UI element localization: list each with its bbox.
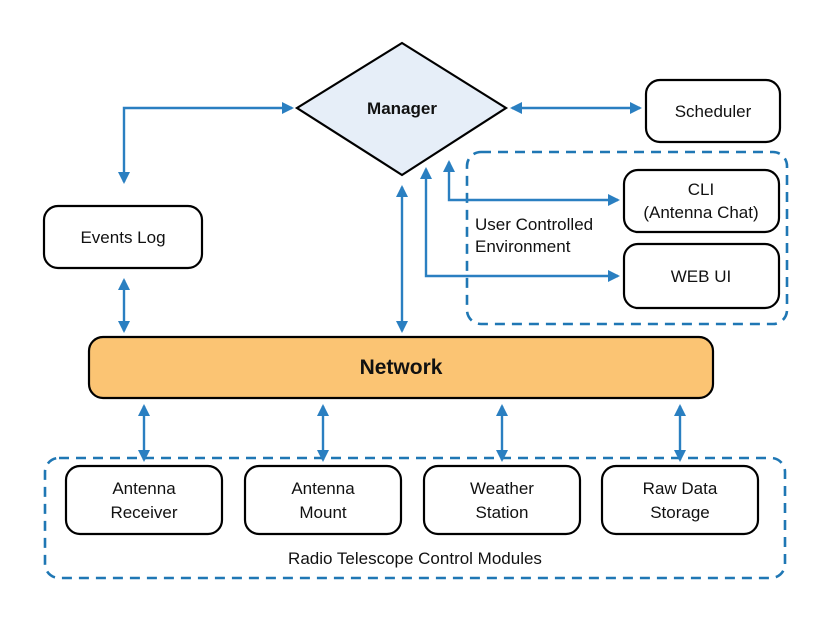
manager-node [294,41,509,177]
weather-station-label-line1: Weather [470,479,534,498]
manager-web-ui-connector [420,167,620,282]
antenna-mount-label-line1: Antenna [291,479,355,498]
user-env-label-line2: Environment [475,237,571,256]
raw-data-storage-node [600,464,760,536]
user-controlled-environment-group [465,150,789,326]
antenna-receiver-node [64,464,224,536]
scheduler-node [644,78,782,144]
network-node [87,335,715,400]
weather-station-label-line2: Station [476,503,529,522]
antenna-receiver-label-line2: Receiver [110,503,177,522]
user-env-label-line1: User Controlled [475,215,593,234]
antenna-mount-label-line2: Mount [299,503,347,522]
antenna-receiver-label-line1: Antenna [112,479,176,498]
raw-data-storage-label-line1: Raw Data [643,479,718,498]
cli-label-line1: CLI [688,180,714,199]
antenna-mount-node [243,464,403,536]
web-ui-label: WEB UI [671,267,731,286]
network-label: Network [360,356,443,379]
raw-data-storage-label-line2: Storage [650,503,710,522]
modules-group-label: Radio Telescope Control Modules [288,549,542,568]
cli-label-line2: (Antenna Chat) [643,203,758,222]
manager-cli-connector [443,160,620,206]
events-log-node [42,204,204,270]
manager-events-log-connector [118,102,294,184]
cli-node [622,168,781,234]
web-ui-node [622,242,781,310]
scheduler-label: Scheduler [675,102,752,121]
weather-station-node [422,464,582,536]
events-log-label: Events Log [80,228,165,247]
manager-label: Manager [367,99,437,118]
